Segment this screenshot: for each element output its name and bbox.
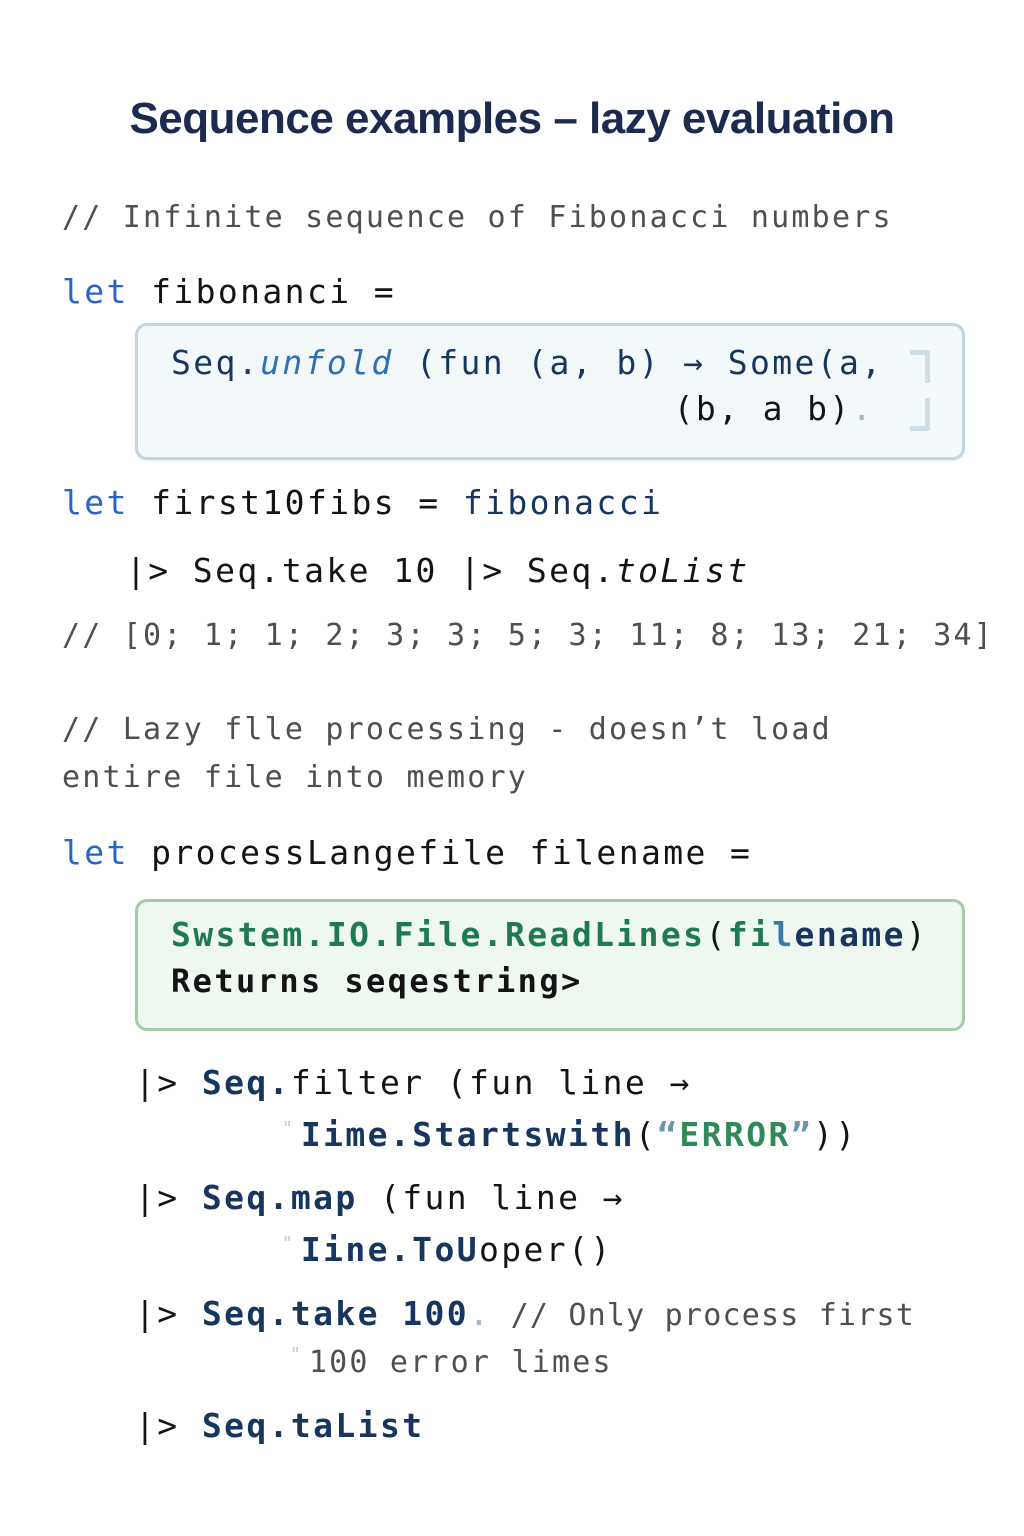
keyword-let: let — [62, 483, 129, 522]
paren-close: ) — [905, 915, 929, 954]
returns-annotation: Returns seqestring> — [171, 962, 583, 1000]
paren-open: ( — [705, 915, 728, 954]
code-line-seq-filter: |> Seq.filter (fun line → — [135, 1063, 692, 1102]
parens-close: )) — [813, 1115, 858, 1154]
filename-arg-b: l — [772, 915, 795, 954]
process-declaration: processLangefile filename = — [128, 833, 753, 872]
toupper-call: Iine.ToU — [300, 1230, 479, 1269]
artifact-quote: " — [282, 1118, 293, 1139]
seq-module: Seq. — [171, 343, 261, 382]
code-line-seq-map: |> Seq.map (fun line → — [135, 1178, 625, 1217]
unfold-line-1: Seq.unfold (fun (a, b) → Some(a, — [171, 343, 962, 382]
artifact-quote: " — [290, 1344, 301, 1365]
artifact-bracket-bottom — [910, 398, 930, 431]
talist-call: Seq.taList — [201, 1406, 425, 1445]
seq-module: Seq. — [201, 1063, 291, 1102]
pipe-operator: |> — [135, 1178, 202, 1217]
map-rest: (fun line → — [357, 1178, 625, 1217]
filename-arg-a: fi — [727, 915, 773, 954]
artifact-dot: . — [851, 389, 874, 428]
comment-lazy-processing-1: // Lazy flle processing - doesn’t load — [62, 712, 832, 747]
fibonacci-ref: fibonacci — [462, 483, 664, 522]
artifact-quote: " — [282, 1233, 293, 1254]
unfold-line-2: (b, a b). — [138, 389, 874, 428]
seq-map-call: Seq.map — [201, 1178, 358, 1217]
code-line-toupper: " Iine.ToUoper() — [282, 1230, 613, 1269]
code-box-readlines: Swstem.IO.File.ReadLines(filename) Retur… — [135, 899, 965, 1031]
unfold-function: unfold — [260, 343, 394, 382]
pipe-operator: |> — [135, 1406, 202, 1445]
comment-error-limes: " 100 error limes — [290, 1344, 613, 1380]
code-line-let-fibonanci: let fibonanci = — [62, 272, 396, 311]
comment-result-list: // [0; 1; 1; 2; 3; 3; 5; 3; 11; 8; 13; 2… — [62, 618, 995, 653]
code-line-startswith: " Iime.Startswith(“ERROR”)) — [282, 1115, 858, 1154]
code-line-take-tolist: |> Seq.take 10 |> Seq.toList — [126, 551, 750, 590]
error-string: ERROR — [679, 1115, 791, 1154]
fib-declaration: fibonanci = — [128, 272, 397, 311]
comment-infinite-sequence: // Infinite sequence of Fibonacci number… — [62, 200, 893, 235]
code-line-seq-take-100: |> Seq.take 100. // Only process first — [135, 1294, 915, 1333]
page-title: Sequence examples – lazy evaluation — [129, 94, 895, 143]
keyword-let: let — [62, 272, 129, 311]
unfold-continuation: (b, a b) — [673, 389, 852, 428]
startswith-call: Iime.Startswith — [300, 1115, 635, 1154]
paren-open: ( — [634, 1115, 658, 1154]
keyword-let: let — [62, 833, 129, 872]
first10-declaration: first10fibs = — [128, 483, 463, 522]
readlines-path: Swstem.IO.File.ReadLines — [171, 915, 706, 954]
filter-rest: filter (fun line → — [290, 1063, 692, 1102]
artifact-bracket-top — [910, 350, 930, 383]
filename-arg-c: ename — [794, 915, 906, 954]
pipe-operator: |> — [135, 1294, 202, 1333]
comment-only-process: // Only process first — [491, 1298, 916, 1333]
seq-take-call: Seq.take 100 — [201, 1294, 470, 1333]
code-box-seq-unfold: Seq.unfold (fun (a, b) → Some(a, (b, a b… — [135, 323, 965, 460]
comment-lazy-processing-2: entire file into memory — [62, 760, 529, 795]
artifact-dot: . — [469, 1294, 492, 1333]
code-line-let-processlangefile: let processLangefile filename = — [62, 833, 752, 872]
quote-open: “ — [657, 1115, 680, 1154]
pipe-take-lead: |> Seq.take 10 |> Seq. — [126, 551, 616, 590]
tolist-function: toList — [615, 551, 750, 590]
toupper-rest: oper() — [479, 1230, 613, 1269]
quote-close: ” — [790, 1115, 814, 1154]
readlines-line: Swstem.IO.File.ReadLines(filename) — [171, 915, 962, 954]
code-line-let-first10fibs: let first10fibs = fibonacci — [62, 483, 663, 522]
pipe-operator: |> — [135, 1063, 202, 1102]
comment-error-limes-text: 100 error limes — [308, 1345, 613, 1380]
code-line-seq-talist: |> Seq.taList — [135, 1406, 425, 1445]
unfold-args: (fun (a, b) → Some(a, — [393, 343, 884, 382]
